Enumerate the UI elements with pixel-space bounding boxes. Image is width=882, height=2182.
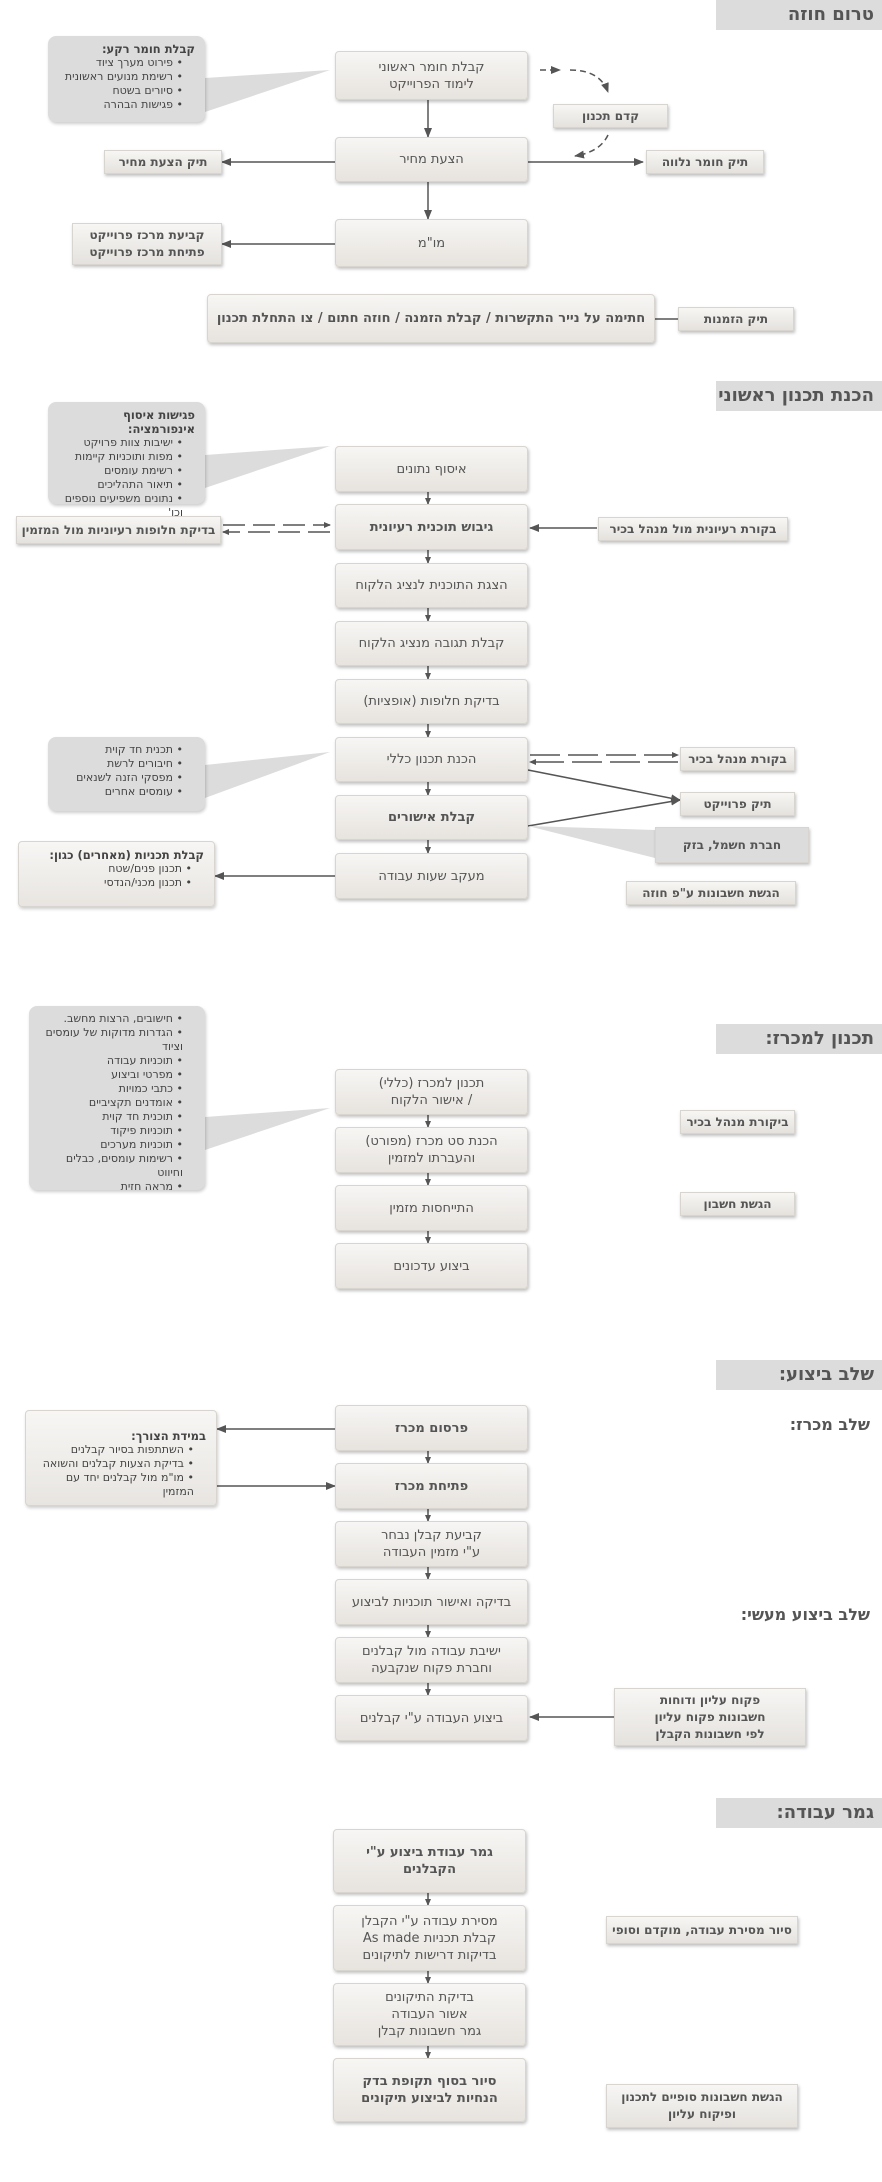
box-receive-material: קבלת חומר ראשוני לימוד הפרוייקט (335, 51, 528, 100)
note-title: במידת הצורך: (131, 1429, 206, 1443)
dashed-pre-design (574, 134, 609, 159)
note-item: מו"מ מול קבלנים יחד עם המזמין (36, 1471, 194, 1499)
tag-concept-review: בקורת רעיונית מול מנהל בכיר (598, 517, 788, 541)
note-tender-items: חישובים, הרצות מחשב. הגדרות מדוקות של עו… (29, 1006, 205, 1193)
note-general-plan-items: תכנית חד קוית חיבורים לרשת מפסקי הזנה לש… (48, 737, 205, 811)
box-work-hours: מעקב שעות עבודה (335, 853, 528, 899)
wedge-s2 (205, 446, 330, 488)
note-item: תוכניות פיקוד (39, 1124, 183, 1138)
box-data-collection: איסוף נתונים (335, 446, 528, 492)
note-item: השתתפות בסיור קבלנים (36, 1443, 194, 1457)
box-price-quote: הצעת מחיר (335, 137, 528, 182)
subheader-tender-stage: שלב מכרז: (789, 1415, 870, 1434)
tag-electric-company: חברת חשמל, בזק (655, 827, 809, 863)
tag-submit-invoice: הגשת חשבון (680, 1192, 795, 1216)
note-background-material: קבלת חומר רקע: פירוט מערך ציוד רשימת מנו… (48, 36, 205, 122)
note-title: קבלת חומר רקע: (101, 42, 195, 56)
section-header-preliminary-design: הכנת תכנון ראשוני (716, 381, 882, 411)
section-header-pre-contract: טרום חוזה (716, 0, 882, 30)
note-item: ישיבות צוות פרויקט (58, 436, 183, 450)
section-header-completion: גמר עבודה: (716, 1798, 882, 1828)
note-item: מפסקי הזנה לשנאים (58, 771, 183, 785)
box-work-meeting: ישיבת עבודה מול קבלנים וחברת פקוח שנקבעה (335, 1637, 528, 1683)
note-item: פגישות הבהרה (58, 98, 183, 112)
note-item: תוכנית חד קוית (39, 1110, 183, 1124)
tag-project-file: תיק פרוייקט (680, 792, 795, 816)
box-check-plans: בדיקה ואישור תוכניות לביצוע (335, 1579, 528, 1625)
wedge-electric (528, 826, 655, 858)
box-contract-signing: חתימה על נייר התקשרות / קבלת הזמנה / חוז… (207, 294, 655, 343)
box-client-response: התייחסות מזמין (335, 1185, 528, 1231)
tag-alternatives-check: בדיקת חלופות רעיוניות מול המזמין (16, 516, 221, 544)
note-item: חיבורים לרשת (58, 757, 183, 771)
section-header-execution: שלב ביצוע: (716, 1360, 882, 1390)
wedge-s3 (205, 1108, 330, 1150)
box-tender-plan: תכנון למכרז (כללי) / אישור הלקוח (335, 1069, 528, 1115)
note-item: חישובים, הרצות מחשב. (39, 1012, 183, 1026)
box-select-contractor: קביעת קבלן נבחר ע"י מזמין העבודה (335, 1521, 528, 1567)
box-concept-plan: גיבוש תוכנית רעיונית (335, 504, 528, 550)
note-if-needed: במידת הצורך: השתתפות בסיור קבלנים בדיקת … (25, 1410, 217, 1506)
note-item: נתונים משפיעים נוספים וכו' (58, 492, 183, 520)
note-item: עומסים אחרים (58, 785, 183, 799)
box-client-feedback: קבלת תגובה מנציג הלקוח (335, 621, 528, 666)
wedge-s2b (205, 752, 330, 798)
box-tender-set: הכנת סט מכרז (מפורט) והעברתו למזמין (335, 1127, 528, 1173)
box-handover: מסירת עבודה ע"י הקבלן קבלת תכניות As mad… (333, 1905, 526, 1971)
note-item: בדיקת הצעות קבלנים והשואה (36, 1457, 194, 1471)
note-item: מראה חזית (39, 1180, 183, 1194)
tag-aux-file: תיק חומר נלווה (646, 150, 764, 174)
tag-project-center: קביעת מרכז פרוייקט פתיחת מרכז פרוייקט (72, 223, 222, 265)
note-item: סיורים בשטח (58, 84, 183, 98)
box-publish-tender: פרסום מכרז (335, 1405, 528, 1451)
note-item: מפות ותוכניות קיימות (58, 450, 183, 464)
note-title: קבלת תכניות (מאחרים) כגון: (49, 848, 204, 862)
note-item: תוכניות עבודה (39, 1054, 183, 1068)
note-item: כתבי כמויות (39, 1082, 183, 1096)
note-item: מפרטי וביצוע (39, 1068, 183, 1082)
note-item: תוכניות מערכים (39, 1138, 183, 1152)
wedge-s1 (205, 70, 330, 112)
note-item: תיאור התהליכים (58, 478, 183, 492)
note-item: פירוט מערך ציוד (58, 56, 183, 70)
box-approvals: קבלת אישורים (335, 795, 528, 840)
tag-senior-manager-review: בקורת מנהל בכיר (680, 747, 795, 771)
tag-billing-contract: הגשת חשבונות ע"פ חוזה (626, 881, 796, 905)
note-receive-plans: קבלת תכניות (מאחרים) כגון: תכנון פנים/שט… (18, 841, 215, 907)
note-item: אומדנים תקציביים (39, 1096, 183, 1110)
note-item: רשימת מנועים ראשונית (58, 70, 183, 84)
tag-orders-file: תיק הזמנות (678, 307, 794, 331)
tag-handover-tour: סיור מסירת עבודה, מוקדם וסופי (606, 1916, 798, 1944)
tag-final-bills: הגשת חשבונות סופיים לתכנון ופיקוח עליון (606, 2084, 798, 2128)
box-finish-work: גמר עבודת ביצוע ע"י הקבלנים (333, 1829, 526, 1893)
note-item: רשימות עומסים, כבלים וחיווט (39, 1152, 183, 1180)
note-info-meetings: פגישות איסוף אינפורמציה: ישיבות צוות פרו… (48, 402, 205, 519)
note-title: פגישות איסוף אינפורמציה: (123, 408, 195, 436)
box-check-repairs: בדיקת התיקונים אשור העבודה גמר חשבונות ק… (333, 1983, 526, 2046)
tag-pre-design: קדם תכנון (553, 104, 668, 128)
section-header-tender-design: תכנון למכרז: (716, 1024, 882, 1054)
box-check-options: בדיקת חלופות (אופציות) (335, 679, 528, 724)
tag-supervision-reports: פקוח עליון ודוחות חשבונות פקוח עליון לפי… (614, 1688, 806, 1746)
box-present-plan: הצגת התוכנית לנציג הלקוח (335, 563, 528, 608)
box-updates: ביצוע עדכונים (335, 1243, 528, 1289)
note-item: רשימת עומסים (58, 464, 183, 478)
subheader-practical-execution: שלב ביצוע מעשי: (740, 1605, 870, 1624)
tag-senior-review-tender: ביקורת מנהל בכיר (680, 1110, 795, 1134)
box-contractor-execution: ביצוע העבודה ע"י קבלנים (335, 1695, 528, 1741)
box-final-inspection: סיור בסוף תקופת בדק הנחיות לביצוע תיקוני… (333, 2058, 526, 2122)
note-item: הגדרות מדוקות של עומסים וציוד (39, 1026, 183, 1054)
note-item: תכנון פנים/שטח (29, 862, 192, 876)
tag-quote-file: תיק הצעת מחיר (104, 150, 222, 174)
box-negotiation: מו"מ (335, 219, 528, 267)
box-general-design: הכנת תכנון כללי (335, 737, 528, 782)
note-item: תכנית חד קוית (58, 743, 183, 757)
note-item: תכנון מכני/הנדסי (29, 876, 192, 890)
box-open-tender: פתיחת מכרז (335, 1463, 528, 1509)
